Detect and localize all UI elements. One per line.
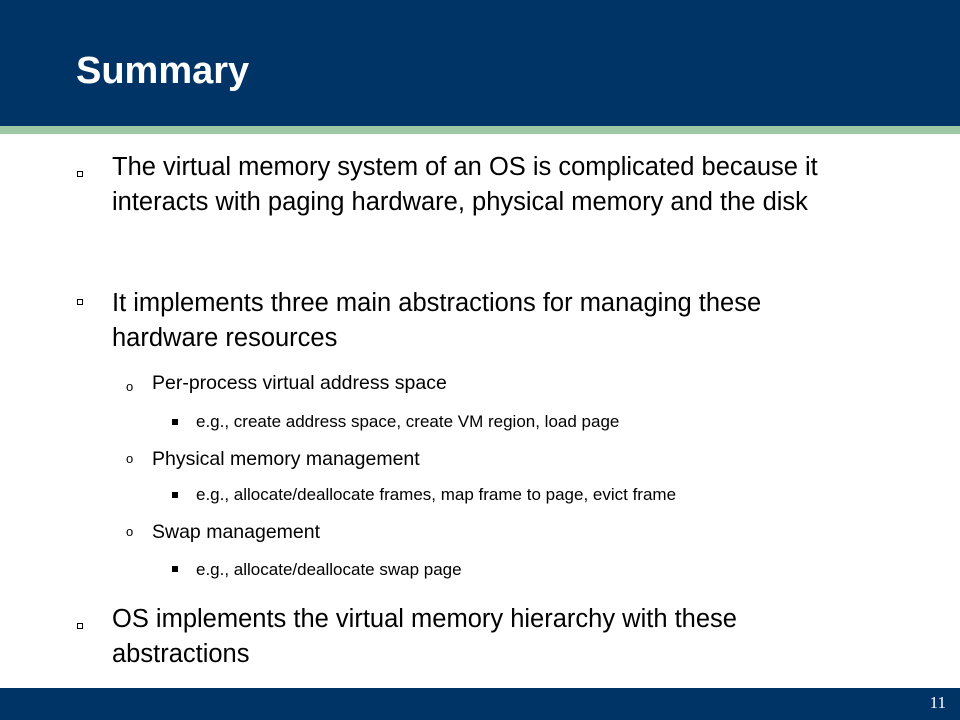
sub-bullet-text: Physical memory management (152, 448, 420, 470)
circle-bullet-icon: o (126, 379, 134, 394)
filled-square-bullet-icon (172, 419, 178, 425)
filled-square-bullet-icon (172, 492, 178, 498)
circle-bullet-icon: o (126, 524, 134, 539)
sub-bullet-text: Swap management (152, 521, 321, 543)
square-bullet-icon (77, 623, 83, 629)
footer-bar: 11 (0, 688, 960, 720)
circle-bullet-icon: o (126, 451, 134, 466)
square-bullet-icon (77, 171, 83, 177)
sub-sub-bullet-text: e.g., create address space, create VM re… (196, 412, 620, 431)
bullet-text: OS implements the virtual memory hierarc… (112, 605, 737, 668)
title-bar: Summary (0, 0, 960, 126)
sub-sub-bullet-text: e.g., allocate/deallocate frames, map fr… (196, 485, 677, 504)
slide-title: Summary (76, 50, 250, 92)
sub-bullet-text: Per-process virtual address space (152, 372, 447, 394)
title-divider-stripe (0, 126, 960, 134)
bullet-text: The virtual memory system of an OS is co… (112, 153, 818, 216)
page-number: 11 (929, 693, 946, 712)
square-bullet-icon (77, 299, 83, 305)
filled-square-bullet-icon (172, 566, 178, 572)
sub-sub-bullet-text: e.g., allocate/deallocate swap page (196, 560, 462, 579)
bullet-text: It implements three main abstractions fo… (112, 289, 762, 352)
